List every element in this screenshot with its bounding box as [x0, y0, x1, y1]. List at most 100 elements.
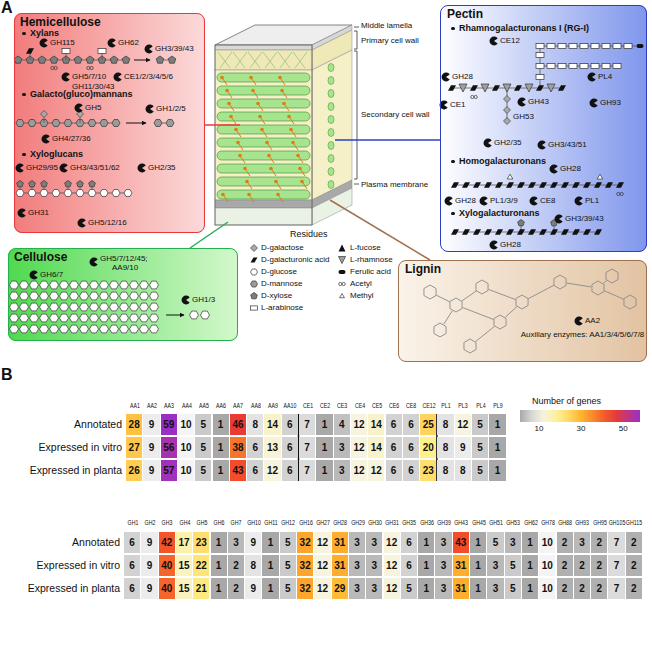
microfibril-end [328, 103, 334, 111]
primary-wall-fibre [263, 52, 275, 68]
enzyme-icon [114, 73, 122, 82]
panel-letter: B [1, 366, 13, 384]
enzyme-icon [530, 197, 538, 206]
enzyme-label: GH6/7 [40, 270, 63, 279]
hemicellulose-dot [298, 167, 302, 171]
enzyme-icon [538, 141, 546, 150]
glucose-symbol [251, 269, 258, 275]
primary-wall-fibre [265, 52, 277, 68]
glucose-symbol [88, 190, 96, 197]
scale-title: Number of genes [532, 396, 601, 406]
glucose-symbol [110, 292, 119, 300]
glucose-symbol [40, 325, 49, 333]
glucose-symbol [40, 303, 49, 311]
column-header: GH43 [454, 519, 468, 528]
box-fill [440, 5, 647, 252]
galacturonic-symbol [605, 182, 613, 188]
cellulose-microfibril [217, 190, 310, 199]
hemicellulose-dot [282, 102, 286, 106]
heatmap-cell: 10 [539, 555, 555, 576]
heatmap-cell: 8 [247, 414, 263, 435]
legend-entry: Acetyl [350, 279, 372, 288]
heatmap-cell: 1 [213, 414, 229, 435]
layer-bracket [357, 31, 358, 49]
reaction-arrow [134, 60, 150, 61]
column-header: GH11 [264, 519, 277, 528]
heatmap-cell: 1 [489, 437, 505, 458]
box-fills [8, 5, 647, 362]
glucose-symbol [40, 292, 49, 300]
enzyme-icon [490, 37, 498, 46]
cellulose-microfibril [217, 112, 310, 121]
enzyme-label: GH62 [118, 38, 139, 47]
heatmap-cell: 1 [262, 532, 278, 553]
column-header: CE8 [406, 402, 416, 411]
legend-entry: D-glucose [261, 267, 297, 276]
glucose-symbol [52, 190, 60, 197]
wall-layer-label: Plasma membrane [361, 180, 428, 189]
column-header: GH88 [558, 519, 572, 528]
lignin-bond [604, 291, 623, 299]
lignin-ring [554, 275, 566, 289]
hemicellulose-dot [291, 141, 295, 145]
heatmap-cell: 1 [470, 555, 486, 576]
enzyme-label: AA2 [585, 316, 600, 325]
glucose-symbol [50, 303, 59, 311]
arabinose-symbol [558, 44, 566, 49]
glucose-symbol [50, 325, 59, 333]
heatmap-cell: 1 [470, 578, 486, 599]
primary-wall-fibre [218, 52, 230, 68]
heatmap-cell: 6 [401, 555, 417, 576]
legend-entry: D-mannose [261, 279, 302, 288]
galactose-symbol [504, 107, 511, 114]
heatmap-cell: 12 [351, 414, 367, 435]
heatmap-cell: 14 [368, 414, 384, 435]
enzyme-icon [90, 258, 98, 267]
glucose-symbol [110, 303, 119, 311]
xylose-symbol [168, 56, 176, 63]
glucose-symbol [140, 281, 149, 289]
galacturonic-symbol [451, 229, 459, 235]
galacturonic-symbol [539, 182, 547, 188]
heatmap-cell: 29 [332, 578, 348, 599]
enzyme-label: PL1 [585, 196, 599, 205]
glucose-symbol [60, 281, 69, 289]
hemicellulose-dot [249, 76, 253, 80]
wall-layer-front [215, 45, 312, 50]
heatmap-cell: 3 [574, 532, 590, 553]
enzyme-label: GH3/43/51 [548, 140, 587, 149]
xylose-symbol [110, 56, 118, 63]
column-header: CE3 [337, 402, 347, 411]
enzyme-label: GH11/30/43 [72, 82, 115, 91]
hemicellulose-dot [267, 154, 271, 158]
glucose-symbol [190, 311, 199, 319]
galacturonic-symbol [462, 229, 470, 235]
arabinose-symbol [569, 64, 577, 69]
column-header: GH27 [316, 519, 330, 528]
enzyme-icon [445, 197, 453, 206]
heatmap-cell: 14 [368, 437, 384, 458]
column-header: GH39 [437, 519, 451, 528]
heatmap-cell: 3 [435, 532, 451, 553]
heatmap-cell: 1 [316, 460, 332, 481]
heatmap-cell: 1 [211, 578, 227, 599]
enzyme-label: GH28 [455, 196, 476, 205]
heatmap-cell: 31 [332, 532, 348, 553]
primary-wall-fibre [235, 52, 247, 68]
heatmap-cell: 12 [368, 460, 384, 481]
heatmap-cell: 1 [418, 532, 434, 553]
lignin-ring [624, 295, 636, 309]
heatmap-cell: 26 [126, 460, 142, 481]
glucose-symbol [30, 292, 39, 300]
hemicellulose-dot [278, 76, 282, 80]
heatmap-cell: 23 [193, 532, 209, 553]
heatmap-cell: 1 [522, 532, 538, 553]
column-header: AA5 [199, 402, 209, 411]
heatmap-cell: 15 [176, 578, 192, 599]
heatmap-cell: 3 [349, 532, 365, 553]
enzyme-label: GH5/7/10 [72, 72, 106, 81]
xylose-symbol [122, 56, 130, 63]
acetyl-symbol [474, 95, 477, 98]
row-label: Expressed in vitro [2, 555, 120, 576]
column-header: GH115 [626, 519, 642, 528]
